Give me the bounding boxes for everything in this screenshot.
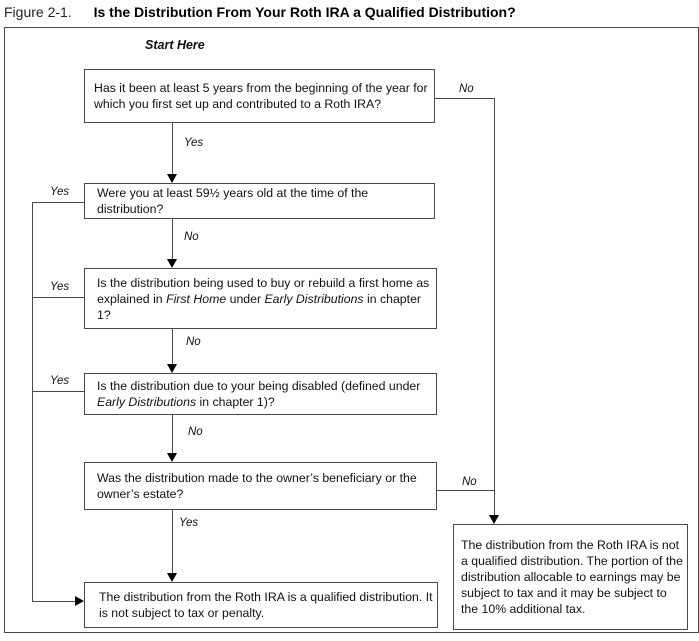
figure-number-label: Figure 2-1. (4, 4, 72, 20)
question-text-age-59-half: Were you at least 59½ years old at the t… (97, 186, 369, 216)
connector-yes-vertical (32, 202, 33, 601)
flow-line-q3-q4 (172, 329, 173, 364)
question-box-beneficiary: Was the distribution made to the owner’s… (84, 462, 437, 510)
flow-line-q4-q5 (172, 415, 173, 453)
question-box-first-home: Is the distribution being used to buy or… (84, 268, 437, 329)
connector-no-vertical (494, 98, 495, 515)
question-text-5-year-rule: Has it been at least 5 years from the be… (94, 81, 428, 111)
flow-line-q2-q3 (172, 219, 173, 259)
connector-no-q5 (437, 490, 494, 491)
arrowhead-q5-qualified (167, 573, 177, 582)
no-label-q3: No (186, 336, 201, 348)
figure-title: Figure 2-1. Is the Distribution From You… (4, 4, 516, 20)
question-box-5-year-rule: Has it been at least 5 years from the be… (84, 69, 435, 123)
arrowhead-qualified (75, 596, 84, 606)
yes-label-q3: Yes (50, 281, 70, 293)
question-text-beneficiary: Was the distribution made to the owner’s… (97, 471, 417, 501)
early-distributions-italic: Early Distributions (264, 291, 364, 306)
result-text-qualified: The distribution from the Roth IRA is a … (99, 590, 433, 620)
question-text-disabled-part: Is the distribution due to your being di… (97, 379, 421, 393)
yes-label-q5: Yes (179, 517, 199, 529)
arrowhead-q3-q4 (167, 364, 177, 373)
result-box-qualified: The distribution from the Roth IRA is a … (84, 582, 438, 628)
question-text-disabled-part: in chapter 1)? (196, 395, 275, 409)
question-text-first-home-part: in chapter 1? (97, 291, 421, 322)
first-home-italic: First Home (166, 291, 227, 306)
no-label-q1: No (459, 83, 474, 95)
yes-label-q1: Yes (184, 137, 204, 149)
no-label-q5: No (462, 476, 477, 488)
connector-yes-into-qualified (32, 601, 75, 602)
arrowhead-not-qualified (489, 515, 499, 524)
result-text-not-qualified: The distribution from the Roth IRA is no… (461, 538, 683, 616)
no-label-q4: No (188, 426, 203, 438)
connector-yes-q4 (32, 391, 84, 392)
yes-label-q4: Yes (50, 375, 70, 387)
arrowhead-q2-q3 (167, 259, 177, 268)
arrowhead-q1-q2 (167, 174, 177, 183)
question-text-disabled: Is the distribution due to your being di… (97, 378, 432, 410)
arrowhead-q4-q5 (167, 453, 177, 462)
flow-line-q5-qualified (172, 510, 173, 573)
connector-no-q1 (435, 98, 494, 99)
flow-line-q1-q2 (172, 123, 173, 174)
figure-title-text: Is the Distribution From Your Roth IRA a… (93, 4, 516, 20)
result-box-not-qualified: The distribution from the Roth IRA is no… (453, 524, 688, 630)
question-text-first-home: Is the distribution being used to buy or… (97, 275, 432, 323)
yes-label-q2: Yes (50, 186, 70, 198)
start-here-label: Start Here (145, 38, 205, 52)
question-box-disabled: Is the distribution due to your being di… (84, 373, 437, 415)
no-label-q2: No (184, 231, 199, 243)
question-box-age-59-half: Were you at least 59½ years old at the t… (84, 183, 435, 219)
question-text-first-home-part: under (226, 291, 265, 306)
question-text-first-home-part: Is the distribution being used to buy or… (97, 275, 430, 306)
early-distributions-italic: Early Distributions (97, 395, 197, 409)
connector-yes-q2 (32, 202, 84, 203)
connector-yes-q3 (32, 297, 84, 298)
